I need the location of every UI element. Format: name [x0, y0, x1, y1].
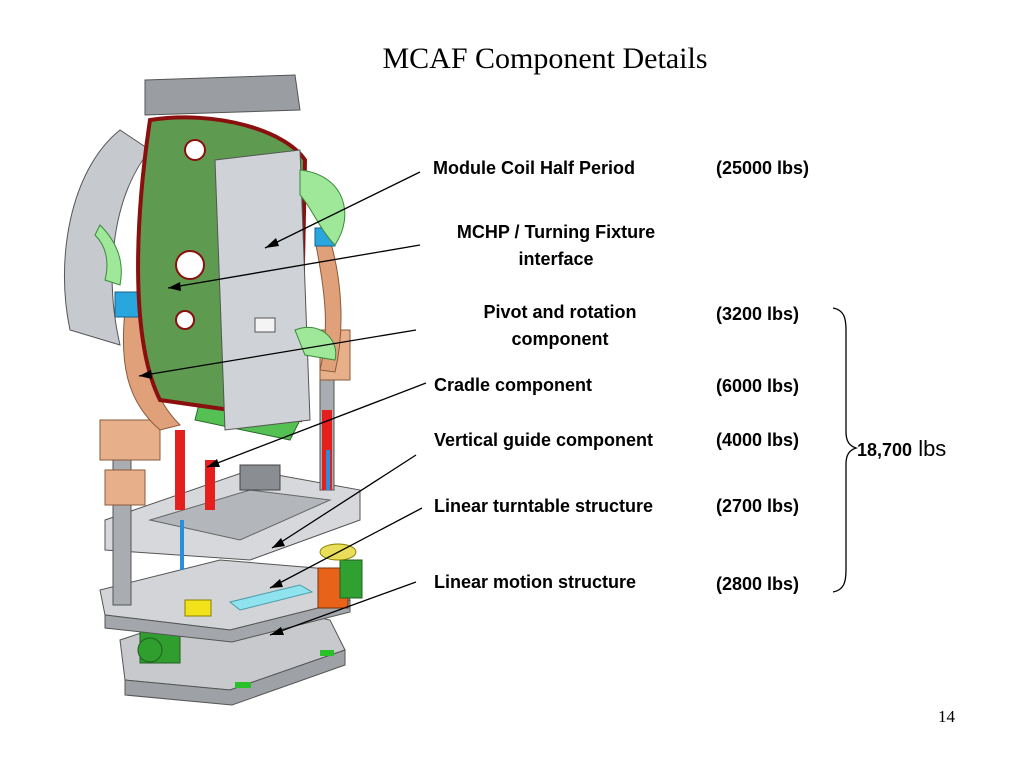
component-label-pivot-rotation: Pivot and rotation component [430, 299, 690, 353]
component-label-linear-motion: Linear motion structure [434, 572, 637, 592]
total-weight: 18,700 lbs [857, 436, 946, 462]
component-weight-vertical-guide: (4000 lbs) [716, 430, 800, 450]
cradle-and-vertical-guide-drawing [99, 329, 361, 606]
page-number: 14 [938, 707, 955, 726]
grouping-brace [832, 307, 859, 593]
component-label-vertical-guide: Vertical guide component [434, 430, 654, 450]
page-title: MCAF Component Details [382, 42, 708, 75]
component-weight-linear-motion: (2800 lbs) [716, 574, 800, 594]
component-weight-linear-turntable: (2700 lbs) [716, 496, 800, 516]
component-label-cradle: Cradle component [434, 375, 593, 395]
component-label-pivot-line1: Pivot and rotation [483, 302, 637, 322]
component-weight-cradle: (6000 lbs) [716, 376, 800, 396]
total-weight-value: 18,700 [857, 440, 913, 460]
linear-turntable-structure-drawing [99, 543, 363, 643]
component-weight-module-coil: (25000 lbs) [716, 158, 810, 178]
component-label-mchp-line1: MCHP / Turning Fixture [456, 222, 656, 242]
component-weight-pivot-rotation: (3200 lbs) [716, 304, 800, 324]
component-label-linear-turntable: Linear turntable structure [434, 496, 654, 516]
component-label-pivot-line2: component [511, 329, 609, 349]
component-label-mchp-interface: MCHP / Turning Fixture interface [426, 219, 686, 273]
total-weight-unit: lbs [918, 436, 947, 461]
component-label-mchp-line2: interface [518, 249, 594, 269]
component-label-module-coil: Module Coil Half Period [433, 158, 636, 178]
leader-arrowheads [139, 238, 285, 635]
module-coil-half-period-drawing [63, 74, 346, 431]
leader-arrows [138, 171, 427, 636]
